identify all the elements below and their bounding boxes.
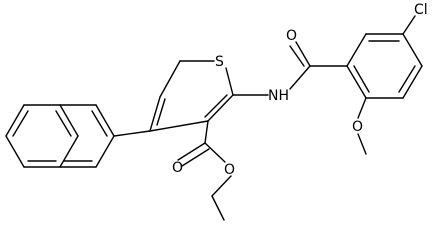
bond	[181, 148, 210, 167]
ester-oxygen-label: O	[224, 162, 235, 178]
bond	[95, 135, 115, 168]
bond	[402, 65, 423, 99]
bond	[357, 133, 367, 155]
bond	[289, 45, 305, 67]
bond	[207, 94, 234, 122]
bond	[156, 98, 166, 126]
bond	[357, 97, 367, 119]
bond	[177, 142, 206, 161]
bond	[5, 104, 25, 137]
amide-carbonyl-oxygen-label: O	[286, 28, 297, 44]
bond	[204, 94, 228, 118]
bond	[59, 104, 79, 137]
bond	[159, 60, 181, 98]
ester-carbonyl-oxygen-label: O	[172, 160, 183, 176]
bond	[295, 41, 311, 67]
bond	[402, 33, 423, 67]
bond	[289, 65, 311, 90]
bond	[59, 135, 79, 168]
bond	[113, 130, 151, 137]
bond	[353, 65, 370, 93]
chlorine-label: Cl	[414, 2, 428, 18]
molecule-canvas: S O NH Cl O O O	[5, 2, 428, 221]
bond	[95, 104, 115, 137]
bond	[211, 195, 225, 221]
structure-drawing: S O NH Cl O O O	[5, 2, 428, 221]
bond	[402, 15, 416, 35]
bond	[398, 65, 416, 93]
bond	[204, 142, 226, 163]
bond	[55, 110, 72, 137]
bond	[91, 110, 108, 137]
amide-nitrogen-label: NH	[268, 88, 289, 104]
bond	[149, 120, 209, 132]
bond	[346, 65, 367, 99]
bond	[149, 96, 161, 132]
bond	[12, 110, 29, 137]
bond	[5, 135, 25, 168]
bond	[211, 175, 232, 197]
bond	[225, 67, 234, 96]
bond	[346, 33, 367, 67]
methoxy-oxygen-label: O	[352, 119, 363, 135]
bond	[204, 120, 209, 144]
sulfur-label: S	[215, 54, 224, 70]
